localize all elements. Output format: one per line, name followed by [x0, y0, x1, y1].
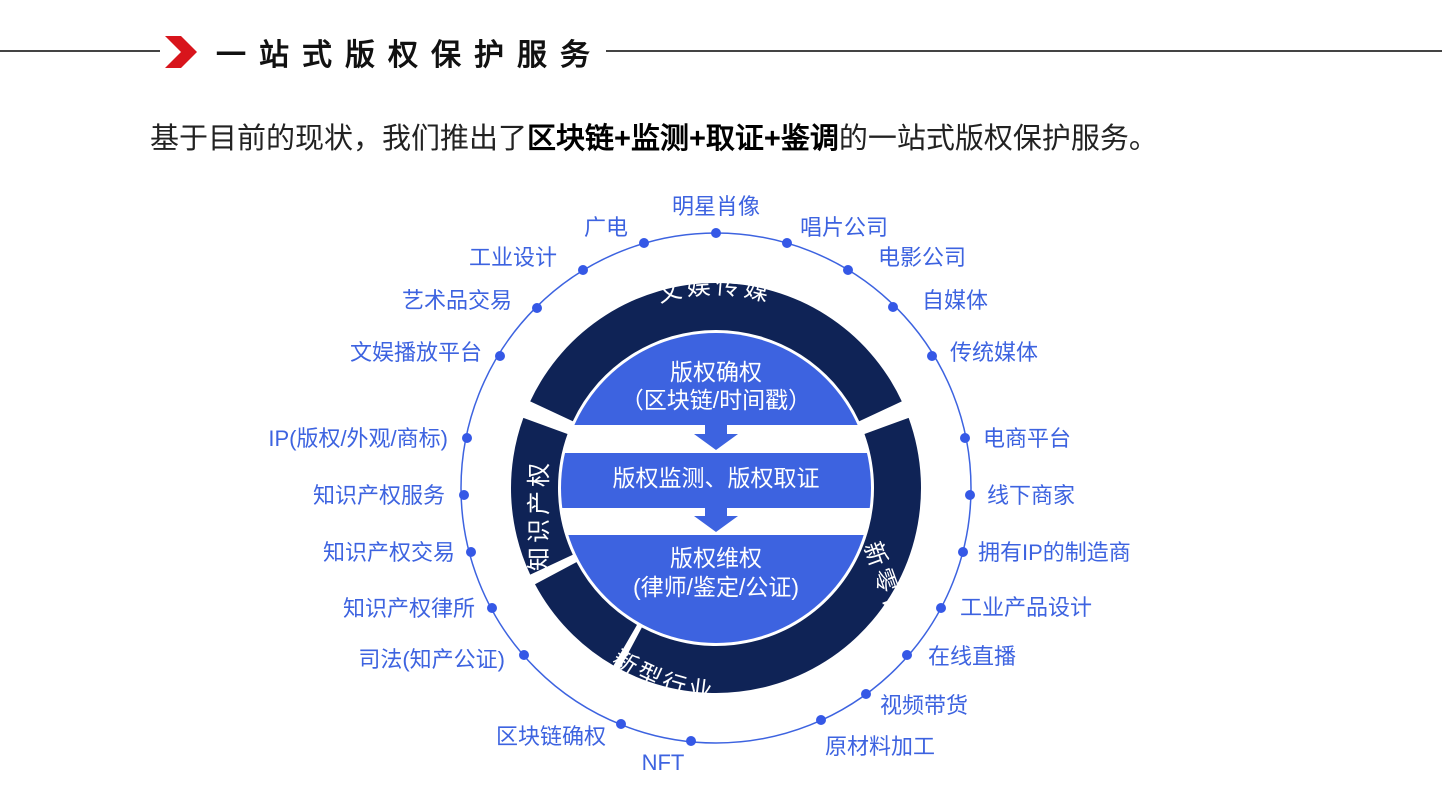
outer-dot	[902, 650, 912, 660]
outer-dot	[958, 547, 968, 557]
outer-dot	[960, 433, 970, 443]
outer-dot	[487, 603, 497, 613]
outer-dot	[578, 265, 588, 275]
outer-label: 工业设计	[469, 245, 557, 270]
outer-dot	[927, 351, 937, 361]
header-rule-left	[0, 50, 160, 52]
intro-suffix: 的一站式版权保护服务。	[838, 123, 1158, 155]
outer-label: 唱片公司	[800, 215, 888, 240]
outer-label: 传统媒体	[950, 340, 1038, 365]
outer-dot	[861, 689, 871, 699]
step-3-detail: (律师/鉴定/公证)	[633, 574, 799, 600]
outer-dot	[936, 603, 946, 613]
step-3-title: 版权维权	[670, 545, 762, 571]
outer-label: 司法(知产公证)	[358, 647, 505, 672]
outer-label: 视频带货	[880, 693, 968, 718]
outer-dot	[519, 650, 529, 660]
outer-label: 知识产权服务	[313, 483, 445, 508]
outer-label: NFT	[642, 750, 685, 775]
arrow-down-icon	[694, 508, 738, 532]
intro-highlight: 区块链+监测+取证+鉴调	[527, 123, 839, 155]
outer-dot	[888, 302, 898, 312]
outer-dot	[459, 490, 469, 500]
outer-dot	[462, 433, 472, 443]
arrow-down-icon	[694, 425, 738, 450]
ring-segment-bottom	[534, 562, 637, 666]
outer-label: 原材料加工	[825, 734, 935, 759]
outer-label: 艺术品交易	[402, 288, 512, 313]
outer-dot	[495, 351, 505, 361]
segment-ring	[511, 283, 921, 693]
outer-label: 知识产权律所	[343, 596, 475, 621]
outer-dot	[532, 303, 542, 313]
outer-label: 区块链确权	[496, 724, 606, 749]
outer-label: 线下商家	[987, 483, 1075, 508]
outer-label: 电商平台	[983, 426, 1071, 451]
outer-dot	[466, 547, 476, 557]
outer-dot	[616, 719, 626, 729]
outer-label: 明星肖像	[672, 194, 760, 219]
outer-label: 电影公司	[878, 245, 966, 270]
intro-sentence: 基于目前的现状，我们推出了区块链+监测+取证+鉴调的一站式版权保护服务。	[150, 115, 1158, 157]
outer-dot	[782, 238, 792, 248]
step-1-detail: （区块链/时间戳）	[621, 387, 811, 413]
outer-label: 自媒体	[922, 288, 988, 313]
outer-label: 文娱播放平台	[350, 340, 482, 365]
inner-step-2-bg	[561, 453, 871, 508]
page-title: 一站式版权保护服务	[216, 39, 603, 72]
step-1-title: 版权确权	[670, 359, 762, 385]
ring-segment-top	[530, 283, 902, 422]
header-rule-right	[606, 50, 1442, 52]
step-2-title: 版权监测、版权取证	[613, 465, 820, 491]
outer-dot	[843, 265, 853, 275]
outer-label: 知识产权交易	[323, 540, 455, 565]
ring-segment-right	[619, 417, 921, 693]
outer-label: 在线直播	[928, 644, 1016, 669]
section-header: 一站式版权保护服务	[0, 0, 1442, 100]
outer-label: 拥有IP的制造商	[978, 540, 1131, 565]
outer-dot	[965, 490, 975, 500]
outer-dot	[686, 736, 696, 746]
outer-label: IP(版权/外观/商标)	[268, 426, 448, 451]
intro-prefix: 基于目前的现状，我们推出了	[150, 123, 528, 155]
outer-dot	[639, 238, 649, 248]
outer-label: 工业产品设计	[960, 595, 1092, 620]
chevron-right-icon	[165, 36, 197, 68]
outer-dot	[711, 228, 721, 238]
segment-label-left: 知识产权	[526, 459, 553, 571]
ring-segment-left	[511, 417, 573, 575]
outer-label: 广电	[584, 215, 628, 240]
outer-dot	[816, 715, 826, 725]
